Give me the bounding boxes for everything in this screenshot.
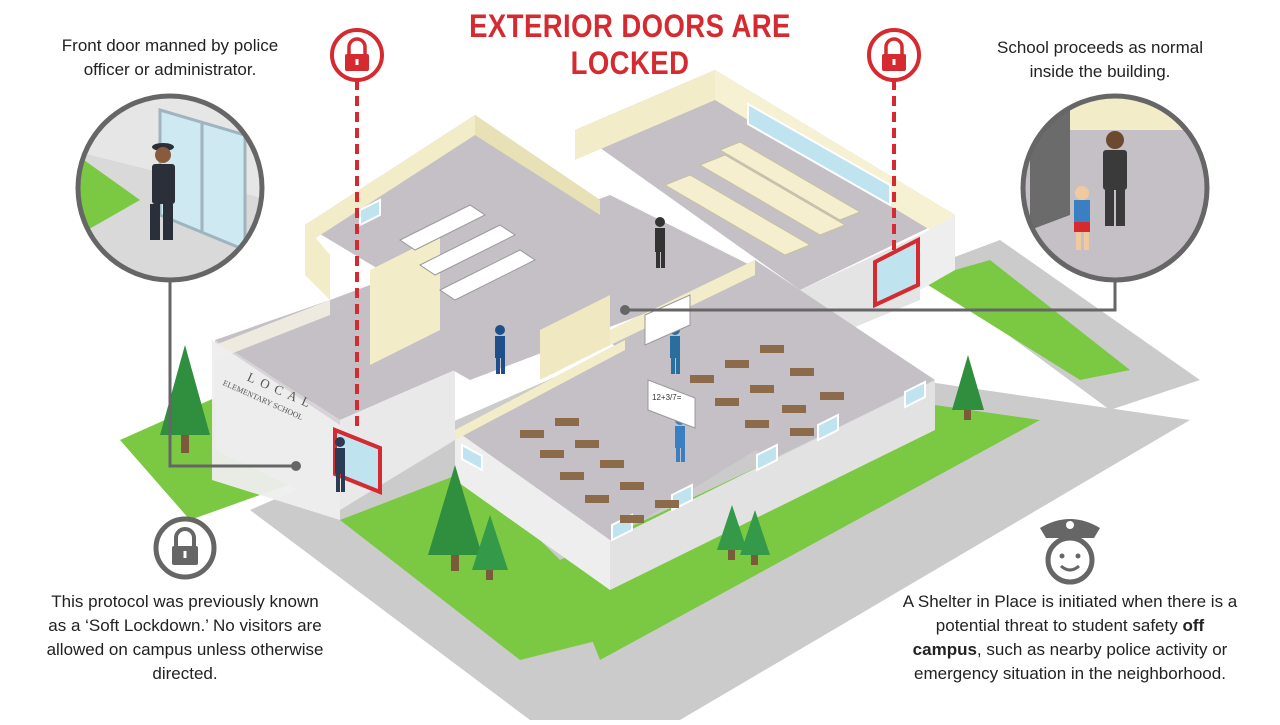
desks — [520, 345, 844, 523]
lock-icon — [330, 28, 384, 82]
student — [1074, 186, 1090, 250]
front-door-magnifier — [75, 93, 265, 283]
lock-markers — [330, 28, 921, 428]
administrator — [1103, 131, 1127, 226]
whiteboards: 12+3/7= — [644, 294, 696, 429]
shelter-text-1: A Shelter in Place is initiated when the… — [902, 592, 1238, 635]
cafeteria-tables — [663, 141, 862, 256]
protocol-callout: This protocol was previously known as a … — [46, 592, 324, 683]
trees — [160, 345, 984, 580]
padlock-icon — [153, 516, 217, 580]
connector-lines — [168, 282, 1117, 471]
shelter-text-2: , such as nearby police activity or emer… — [914, 640, 1228, 683]
windows — [359, 102, 926, 542]
shelter-callout: A Shelter in Place is initiated when the… — [900, 590, 1240, 686]
shelter-text-bold: off campus — [912, 616, 1205, 659]
lock-icon — [867, 28, 921, 82]
lab-desks — [399, 204, 536, 301]
normal-magnifier — [1020, 93, 1210, 283]
normal-callout: School proceeds as normal inside the bui… — [996, 38, 1203, 81]
police-officer-icon — [1040, 519, 1100, 585]
front-door-callout: Front door manned by police officer or a… — [61, 36, 279, 79]
board-text: 12+3/7= — [652, 393, 682, 402]
police-officer — [150, 143, 175, 240]
page-title: EXTERIOR DOORS ARE LOCKED — [469, 8, 791, 81]
locked-doors — [333, 236, 920, 495]
